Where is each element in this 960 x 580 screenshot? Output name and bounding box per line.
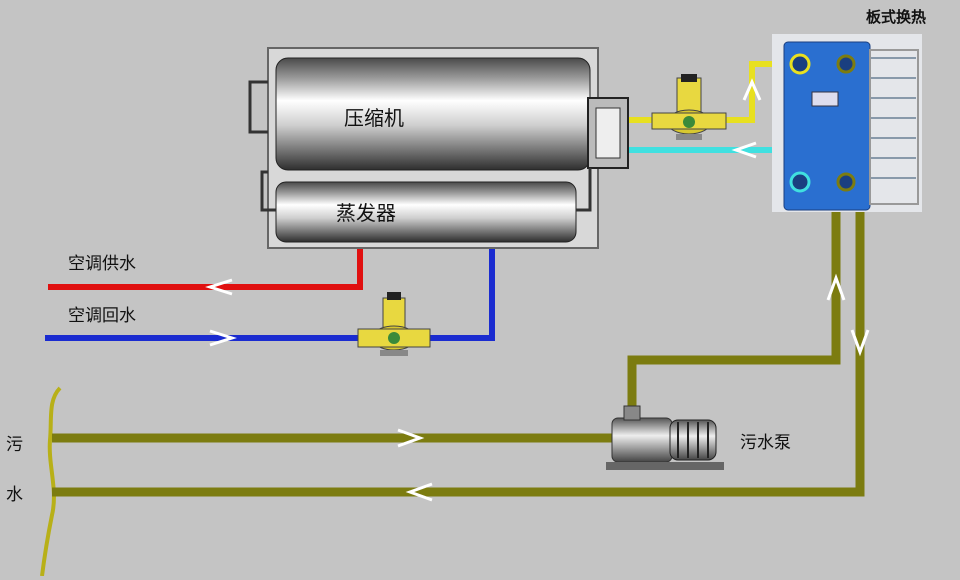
hot-refrigerant-pipe <box>628 61 790 123</box>
ac-supply-label: 空调供水 <box>68 254 136 274</box>
cold-refrigerant-pipe <box>628 147 797 182</box>
sewage-label-1: 污 <box>6 435 23 455</box>
compressor-cylinder <box>275 57 591 171</box>
ac-return-pipe <box>45 245 495 341</box>
sewage-return-arrow <box>405 482 433 502</box>
evaporator-cylinder <box>275 181 577 243</box>
pump-to-exchanger-pipe <box>627 195 841 412</box>
exchanger-outlet-pipe <box>52 195 865 497</box>
ac-return-arrow <box>209 329 237 347</box>
ac-supply-arrow <box>205 278 233 296</box>
down-arrow <box>850 329 870 357</box>
sewage-pump-label: 污水泵 <box>740 433 791 453</box>
refrigerant-pump <box>651 74 727 140</box>
ac-supply-pipe <box>48 245 363 290</box>
sewage-label-2: 水 <box>6 485 23 505</box>
sewage-river-edge <box>40 386 62 577</box>
cold-arrow <box>731 141 757 159</box>
evaporator-label: 蒸发器 <box>336 201 396 225</box>
sewage-inlet-arrow <box>397 428 425 448</box>
plate-exchanger-label: 板式换热 <box>866 8 926 26</box>
hot-arrow <box>742 78 762 101</box>
up-arrow <box>826 273 846 301</box>
sewage-pump <box>606 405 724 470</box>
plate-heat-exchanger <box>772 34 922 212</box>
ac-circulation-pump <box>357 292 431 356</box>
compressor-label: 压缩机 <box>344 106 404 130</box>
ac-return-label: 空调回水 <box>68 306 136 326</box>
chiller-unit <box>248 47 629 249</box>
